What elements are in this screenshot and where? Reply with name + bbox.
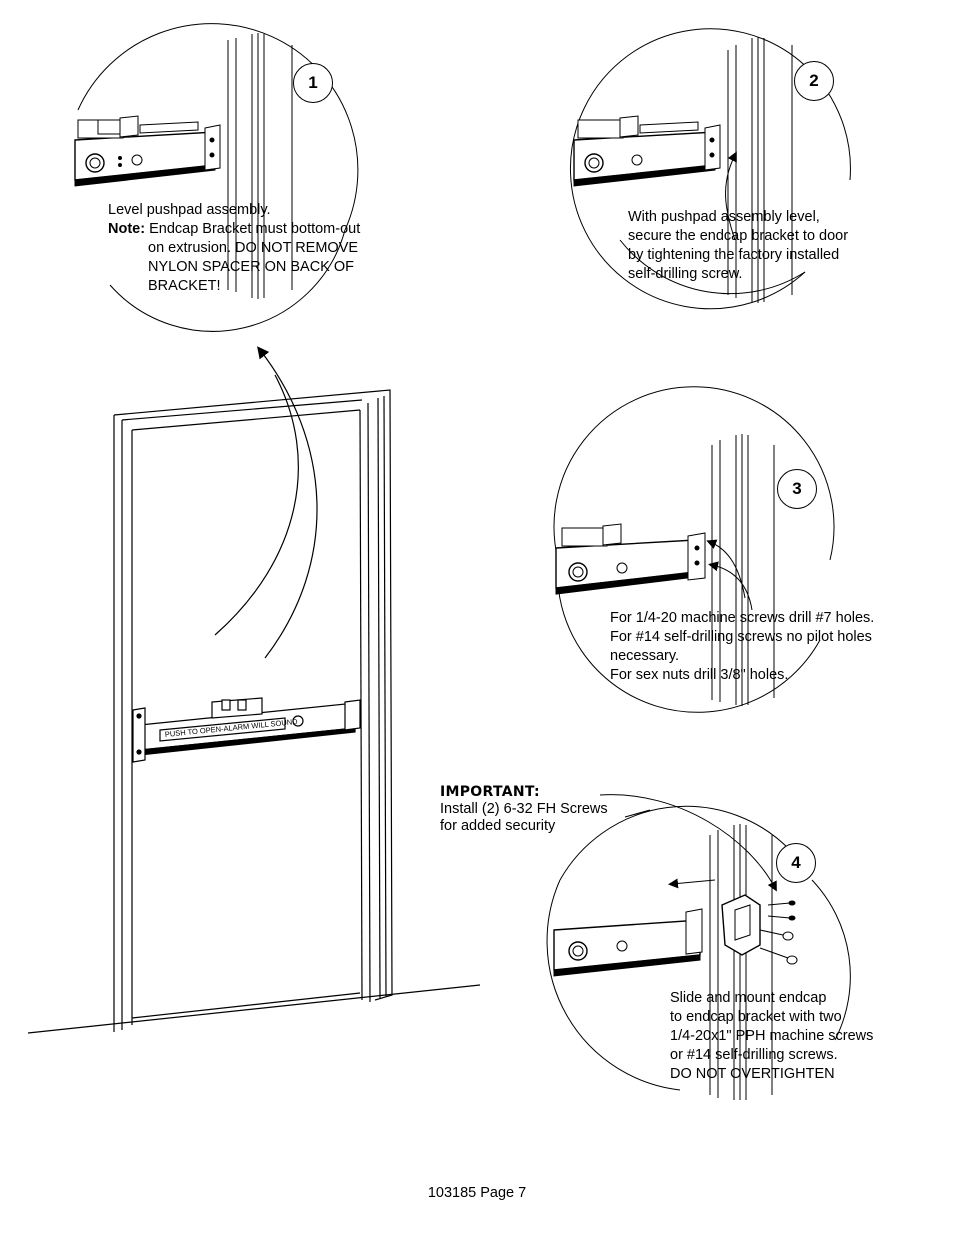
step-2-line: With pushpad assembly level, xyxy=(628,209,820,225)
step-4-line: Slide and mount endcap xyxy=(670,990,827,1006)
note-line: Endcap Bracket must bottom-out xyxy=(149,221,361,237)
detail-circle-4 xyxy=(546,794,851,1100)
step-2-line: secure the endcap bracket to door xyxy=(628,228,849,244)
page-footer: 103185 Page 7 xyxy=(427,1185,527,1201)
step-3-text: For 1/4-20 machine screws drill #7 holes… xyxy=(610,609,874,685)
step-2-text: With pushpad assembly level, secure the … xyxy=(628,208,848,284)
note-line: NYLON SPACER ON BACK OF xyxy=(148,259,354,275)
panic-bar xyxy=(132,697,361,763)
step-4-line: 1/4-20x1" PPH machine screws xyxy=(670,1028,874,1044)
important-line: for added security xyxy=(440,818,556,834)
step-3-line: For sex nuts drill 3/8" holes. xyxy=(610,667,789,683)
note-line: on extrusion. DO NOT REMOVE xyxy=(148,240,359,256)
step-2-line: by tightening the factory installed xyxy=(628,247,840,263)
important-heading: IMPORTANT: xyxy=(440,784,540,800)
step-4-line: DO NOT OVERTIGHTEN xyxy=(670,1066,835,1082)
rotation-arrow xyxy=(257,346,318,659)
step-2-number: 2 xyxy=(794,61,834,101)
important-line: Install (2) 6-32 FH Screws xyxy=(440,801,608,817)
detail-circle-2 xyxy=(569,28,851,310)
step-3-line: necessary. xyxy=(610,648,680,664)
important-callout: IMPORTANT: Install (2) 6-32 FH Screws fo… xyxy=(440,784,608,835)
step-4-number: 4 xyxy=(776,843,816,883)
step-4-line: to endcap bracket with two xyxy=(670,1009,842,1025)
detail-circle-1 xyxy=(74,23,359,332)
step-1-line: Level pushpad assembly. xyxy=(108,202,271,218)
step-3-number: 3 xyxy=(777,469,817,509)
step-3-line: For #14 self-drilling screws no pilot ho… xyxy=(610,629,872,645)
door-frame xyxy=(27,389,481,1034)
step-2-line: self-drilling screw. xyxy=(628,266,743,282)
step-3-line: For 1/4-20 machine screws drill #7 holes… xyxy=(610,610,875,626)
note-line: BRACKET! xyxy=(148,278,221,294)
step-1-note: Note: Endcap Bracket must bottom-out xyxy=(108,220,360,239)
step-1-text: Level pushpad assembly. Note: Endcap Bra… xyxy=(108,201,360,296)
note-label: Note: xyxy=(108,221,146,237)
step-1-number: 1 xyxy=(293,63,333,103)
detail-circle-3 xyxy=(553,386,835,713)
step-4-text: Slide and mount endcap to endcap bracket… xyxy=(670,989,873,1084)
step-4-line: or #14 self-drilling screws. xyxy=(670,1047,838,1063)
